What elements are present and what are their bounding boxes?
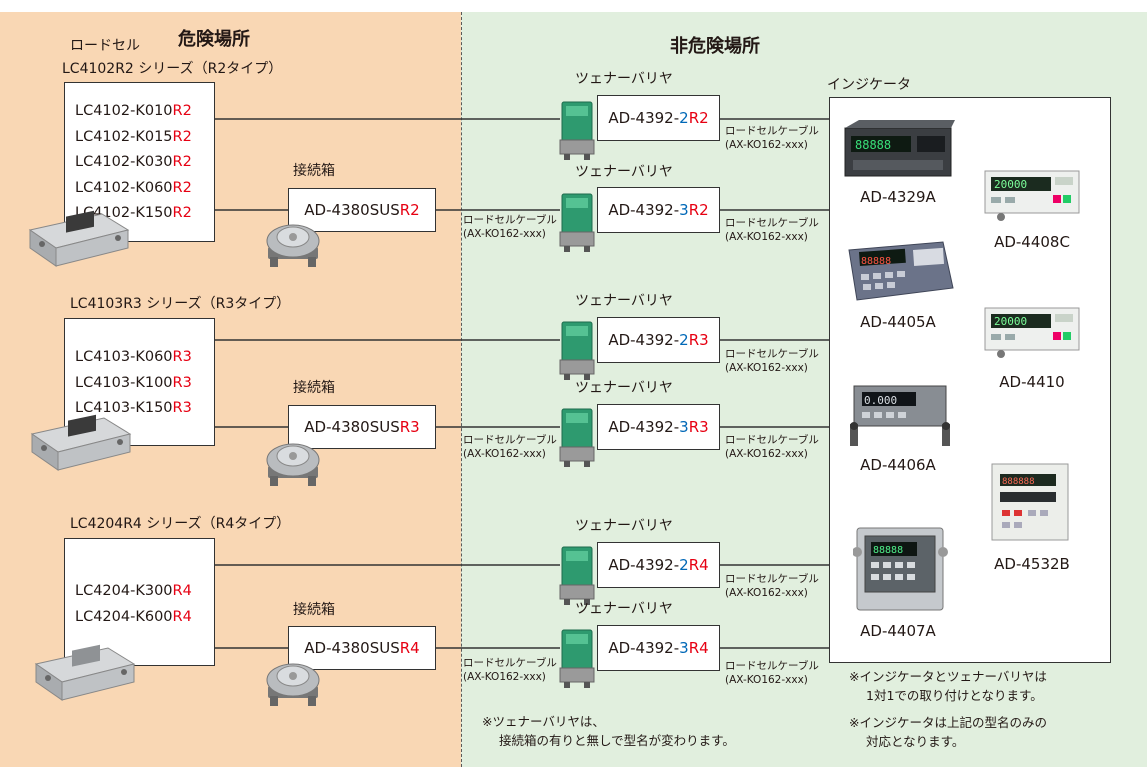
loadcell-model: LC4102-K030R2 (75, 154, 192, 170)
zener-barrier-image (559, 546, 595, 605)
zener-barrier-label: ツェナーバリヤ (575, 518, 673, 534)
junction-box-label: 接続箱 (293, 602, 335, 618)
loadcell-model-box-r2: LC4102-K010R2 LC4102-K015R2 LC4102-K030R… (64, 82, 215, 242)
cable-label: ロードセルケーブル(AX-KO162-xxx) (725, 217, 819, 243)
indicator-model: AD-4407A (860, 622, 936, 640)
indicator-image: 888888 (991, 463, 1069, 541)
svg-text:88888: 88888 (855, 138, 891, 152)
zener-barrier-label: ツェナーバリヤ (575, 293, 673, 309)
zener-barrier-image (559, 629, 595, 688)
loadcell-model: LC4204-K600R4 (75, 608, 192, 625)
svg-text:0.000: 0.000 (864, 394, 897, 407)
indicator-model: AD-4329A (860, 188, 936, 206)
series-title-r4: LC4204R4 シリーズ（R4タイプ） (70, 516, 291, 532)
loadcell-model-box-r4: LC4204-K300R4 LC4204-K600R4 (64, 538, 215, 666)
indicator-model: AD-4405A (860, 313, 936, 331)
zener-barrier-image (559, 321, 595, 380)
loadcell-image (28, 210, 130, 267)
indicator-model: AD-4408C (994, 233, 1070, 251)
cable-label: ロードセルケーブル(AX-KO162-xxx) (725, 125, 819, 151)
indicator-image: 20000 (984, 170, 1080, 221)
junction-box-label: 接続箱 (293, 380, 335, 396)
hazardous-area-title: 危険場所 (178, 29, 250, 50)
zener-barrier-image (559, 193, 595, 252)
cable-label: ロードセルケーブル(AX-KO162-xxx) (725, 573, 819, 599)
cable-label: ロードセルケーブル(AX-KO162-xxx) (725, 434, 819, 460)
zener-barrier-label: ツェナーバリヤ (575, 71, 673, 87)
loadcell-image (34, 644, 136, 701)
loadcell-model: LC4102-K060R2 (75, 179, 192, 196)
zener-barrier-image (559, 408, 595, 467)
indicator-model: AD-4410 (999, 373, 1065, 391)
indicator-image: 88888 (848, 241, 954, 301)
series-title-r3: LC4103R3 シリーズ（R3タイプ） (70, 296, 291, 312)
zener-barrier-label: ツェナーバリヤ (575, 380, 673, 396)
svg-text:20000: 20000 (994, 178, 1027, 191)
junction-box-label: 接続箱 (293, 163, 335, 179)
zener-barrier-label: ツェナーバリヤ (575, 164, 673, 180)
svg-text:888888: 888888 (1002, 477, 1035, 487)
junction-box-image (266, 224, 320, 267)
junction-box-image (266, 443, 320, 486)
cable-label: ロードセルケーブル(AX-KO162-xxx) (725, 348, 819, 374)
barrier-note: ※ツェナーバリヤは、 接続箱の有りと無しで型名が変わります。 (482, 714, 735, 748)
loadcell-model: LC4103-K150R3 (75, 400, 192, 416)
series-title-r2: LC4102R2 シリーズ（R2タイプ） (62, 61, 283, 77)
indicator-heading: インジケータ (827, 77, 911, 93)
cable-label: ロードセルケーブル(AX-KO162-xxx) (725, 660, 819, 686)
loadcell-model: LC4103-K100R3 (75, 374, 192, 391)
junction-box-image (266, 663, 320, 706)
indicator-image: 0.000 (850, 385, 950, 446)
indicator-image: 88888 (853, 527, 948, 611)
svg-text:20000: 20000 (994, 315, 1027, 328)
indicator-model: AD-4532B (994, 555, 1070, 573)
svg-text:88888: 88888 (861, 256, 891, 267)
indicator-note: ※インジケータは上記の型名のみの 対応となります。 (849, 715, 1047, 749)
cable-label: ロードセルケーブル(AX-KO162-xxx) (463, 657, 557, 683)
cable-label: ロードセルケーブル(AX-KO162-xxx) (463, 434, 557, 460)
zener-barrier-image (559, 101, 595, 160)
loadcell-model: LC4204-K300R4 (75, 583, 192, 599)
non-hazardous-area-title: 非危険場所 (670, 36, 760, 57)
loadcell-model: LC4102-K015R2 (75, 128, 192, 145)
loadcell-model: LC4103-K060R3 (75, 349, 192, 365)
loadcell-image (30, 414, 132, 471)
indicator-image: 20000 (984, 307, 1080, 358)
indicator-note: ※インジケータとツェナーバリヤは 1対1での取り付けとなります。 (849, 669, 1047, 703)
loadcell-heading: ロードセル (70, 38, 140, 54)
indicator-model: AD-4406A (860, 456, 936, 474)
cable-label: ロードセルケーブル(AX-KO162-xxx) (463, 214, 557, 240)
zener-barrier-label: ツェナーバリヤ (575, 601, 673, 617)
loadcell-model: LC4102-K010R2 (75, 103, 192, 119)
indicator-image: 88888 (844, 120, 955, 177)
svg-text:88888: 88888 (873, 545, 903, 556)
